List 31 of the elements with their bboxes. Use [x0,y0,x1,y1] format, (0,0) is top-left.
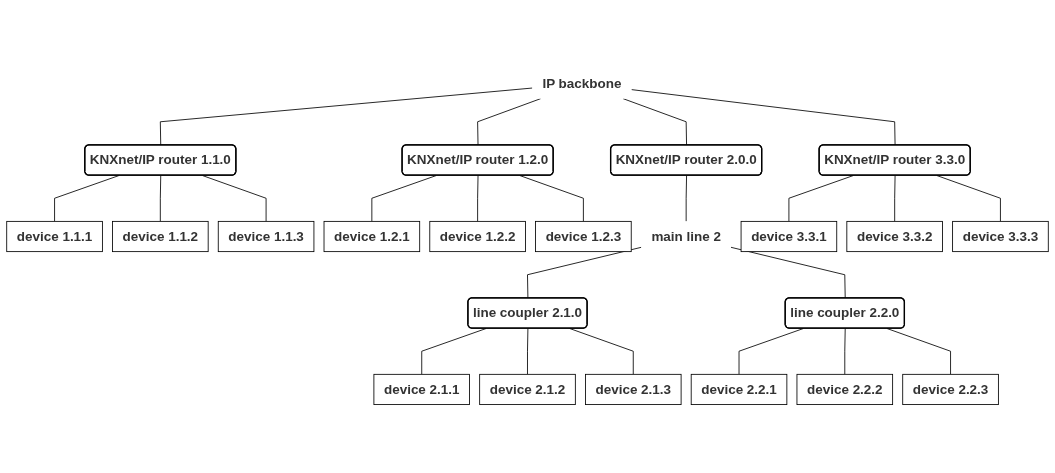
node-box: device 1.2.2 [429,220,526,253]
connector [159,87,533,146]
connector [527,328,529,375]
connector [159,175,162,222]
node-box: device 2.1.3 [585,373,682,405]
connector [685,175,687,222]
node-box: device 2.1.2 [479,373,576,405]
connector [788,175,854,222]
node-box: device 1.2.3 [535,220,632,253]
node-box: device 3.3.1 [740,220,838,253]
node-box: device 3.3.3 [952,220,1049,253]
connector [730,246,846,299]
node-box: device 2.1.1 [373,373,470,405]
node-box: device 2.2.1 [690,373,788,405]
connector [894,175,896,222]
node-box: device 3.3.2 [846,220,943,253]
node-box: device 1.1.1 [6,220,103,253]
connector [477,98,542,146]
connector [202,175,267,222]
node-box: device 1.1.3 [217,220,315,253]
node-box: device 2.2.3 [902,373,999,405]
connector [527,246,642,299]
node-box: device 1.2.1 [323,220,421,253]
connector [477,175,479,222]
node-text: main line 2 [651,228,721,244]
connector [622,98,687,146]
node-text: IP backbone [542,75,622,91]
connector [631,89,896,146]
node-box: device 2.2.2 [796,373,894,405]
connector [844,328,846,375]
node-box: device 1.1.2 [112,220,209,253]
